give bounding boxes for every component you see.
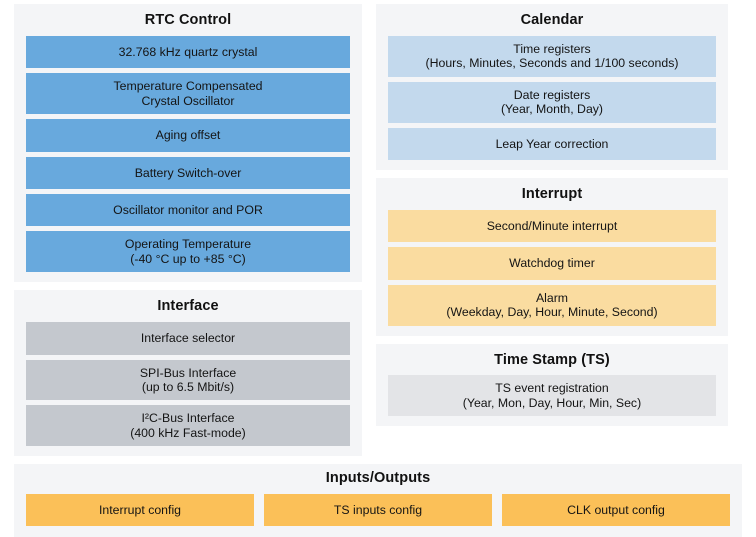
calendar-item-time-registers[interactable]: Time registers (Hours, Minutes, Seconds … [388,35,716,77]
time-stamp-rows: TS event registration (Year, Mon, Day, H… [388,375,716,417]
right-column: Calendar Time registers (Hours, Minutes,… [376,4,728,456]
calendar-rows: Time registers (Hours, Minutes, Seconds … [388,35,716,160]
panel-title-time-stamp: Time Stamp (TS) [494,351,610,368]
rtc-control-item-aging-offset[interactable]: Aging offset [26,119,350,152]
inputs-outputs-item-clk-output-config[interactable]: CLK output config [502,494,730,527]
time-stamp-item-ts-event-registration[interactable]: TS event registration (Year, Mon, Day, H… [388,375,716,417]
rtc-control-item-oscillator-monitor-por[interactable]: Oscillator monitor and POR [26,193,350,227]
panel-title-interface: Interface [157,298,219,315]
calendar-item-date-registers[interactable]: Date registers (Year, Month, Day) [388,81,716,123]
panel-time-stamp: Time Stamp (TS) TS event registration (Y… [376,343,728,427]
rtc-control-item-tcxo[interactable]: Temperature Compensated Crystal Oscillat… [26,73,350,115]
interface-item-interface-selector[interactable]: Interface selector [26,322,350,355]
interface-item-spi-bus[interactable]: SPI-Bus Interface (up to 6.5 Mbit/s) [26,359,350,401]
rtc-control-rows: 32.768 kHz quartz crystal Temperature Co… [26,35,350,273]
panel-interface: Interface Interface selector SPI-Bus Int… [14,290,362,457]
rtc-control-item-quartz-crystal[interactable]: 32.768 kHz quartz crystal [26,35,350,69]
left-column: RTC Control 32.768 kHz quartz crystal Te… [14,4,362,457]
inputs-outputs-item-ts-inputs-config[interactable]: TS inputs config [264,494,492,527]
interface-item-i2c-bus[interactable]: I²C-Bus Interface (400 kHz Fast-mode) [26,405,350,447]
panel-interrupt: Interrupt Second/Minute interrupt Watchd… [376,177,728,336]
interrupt-item-watchdog-timer[interactable]: Watchdog timer [388,247,716,280]
rtc-control-item-operating-temperature[interactable]: Operating Temperature (-40 °C up to +85 … [26,231,350,273]
calendar-item-leap-year-correction[interactable]: Leap Year correction [388,127,716,160]
interrupt-item-alarm[interactable]: Alarm (Weekday, Day, Hour, Minute, Secon… [388,284,716,326]
panel-calendar: Calendar Time registers (Hours, Minutes,… [376,4,728,170]
panel-title-calendar: Calendar [520,12,584,28]
interrupt-rows: Second/Minute interrupt Watchdog timer A… [388,209,716,326]
interface-rows: Interface selector SPI-Bus Interface (up… [26,322,350,447]
diagram-columns: RTC Control 32.768 kHz quartz crystal Te… [14,4,742,457]
panel-rtc-control: RTC Control 32.768 kHz quartz crystal Te… [14,4,362,283]
block-diagram: RTC Control 32.768 kHz quartz crystal Te… [14,4,742,537]
rtc-control-item-battery-switch-over[interactable]: Battery Switch-over [26,156,350,189]
panel-title-inputs-outputs: Inputs/Outputs [325,470,431,487]
inputs-outputs-rows: Interrupt config TS inputs config CLK ou… [26,494,730,527]
panel-inputs-outputs: Inputs/Outputs Interrupt config TS input… [14,464,742,537]
panel-title-interrupt: Interrupt [521,185,583,202]
panel-title-rtc-control: RTC Control [144,12,232,28]
interrupt-item-second-minute-interrupt[interactable]: Second/Minute interrupt [388,209,716,243]
inputs-outputs-item-interrupt-config[interactable]: Interrupt config [26,494,254,527]
